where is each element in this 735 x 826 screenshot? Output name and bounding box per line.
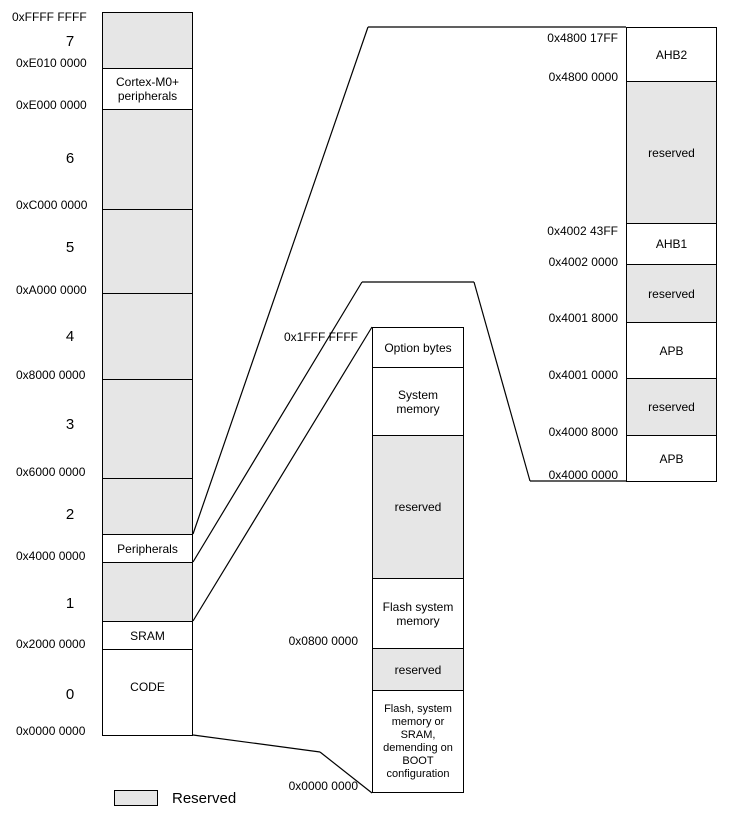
reserved-label: reserved: [394, 662, 442, 677]
cortex-m0-peripherals-block: Cortex-M0+ peripherals: [102, 68, 193, 110]
address-label: 0xC000 0000: [16, 198, 88, 212]
system-memory-label: System memory: [396, 387, 440, 416]
region-number: 0: [65, 686, 75, 703]
region-3-block: [102, 379, 193, 479]
address-label: 0x6000 0000: [16, 465, 86, 479]
address-label: 0xA000 0000: [16, 283, 87, 297]
connector-apb-slope: [473, 281, 531, 482]
region-number: 1: [65, 595, 75, 612]
address-label: 0x4001 0000: [548, 368, 618, 382]
apb-label: APB: [659, 451, 684, 466]
flash-system-memory-block: Flash system memory: [372, 578, 464, 649]
address-label: 0x8000 0000: [16, 368, 86, 382]
address-label: 0xE000 0000: [16, 98, 87, 112]
address-label: 0x1FFF FFFF: [284, 330, 358, 344]
ahb2-label: AHB2: [655, 47, 688, 62]
apb-block: APB: [626, 435, 717, 482]
connector-sram-top: [192, 326, 373, 622]
system-memory-block: System memory: [372, 367, 464, 436]
address-label: 0x4800 0000: [548, 70, 618, 84]
address-label: 0x4000 0000: [548, 468, 618, 482]
connector-code-bottom-b: [319, 751, 373, 794]
address-label: 0x4800 17FF: [547, 31, 618, 45]
reserved-block: reserved: [626, 81, 717, 224]
address-label: 0x4002 0000: [548, 255, 618, 269]
region-number: 4: [65, 328, 75, 345]
reserved-block: reserved: [372, 435, 464, 579]
reserved-block: reserved: [626, 264, 717, 323]
apb-block: APB: [626, 322, 717, 379]
region-7-block: [102, 12, 193, 69]
region-number: 7: [65, 33, 75, 50]
region-6-block: [102, 109, 193, 210]
region-4-block: [102, 293, 193, 380]
address-label: 0x4001 8000: [548, 311, 618, 325]
region-number: 6: [65, 150, 75, 167]
code-label: CODE: [130, 680, 165, 694]
address-label: 0xFFFF FFFF: [12, 10, 87, 24]
cortex-m0-peripherals-label: Cortex-M0+ peripherals: [115, 75, 180, 103]
region-number: 2: [65, 506, 75, 523]
option-bytes-label: Option bytes: [384, 340, 452, 355]
flash-boot-config-block: Flash, system memory or SRAM, demending …: [372, 690, 464, 793]
address-label: 0x4002 43FF: [547, 224, 618, 238]
address-label: 0x0000 0000: [16, 724, 86, 738]
connector-peripherals-top: [192, 26, 369, 535]
flash-system-memory-label: Flash system memory: [382, 599, 454, 628]
address-label: 0x4000 0000: [16, 549, 86, 563]
legend-reserved-swatch: [114, 790, 158, 806]
reserved-block: reserved: [626, 378, 717, 436]
region-2-block: [102, 478, 193, 535]
option-bytes-block: Option bytes: [372, 327, 464, 368]
reserved-label: reserved: [394, 500, 442, 514]
apb-label: APB: [659, 343, 684, 358]
connector-peripherals-bottom: [192, 281, 363, 563]
region-number: 3: [65, 416, 75, 433]
code-block: CODE: [102, 649, 193, 736]
address-label: 0x0800 0000: [288, 634, 358, 648]
reserved-label: reserved: [648, 400, 695, 414]
ahb2-block: AHB2: [626, 27, 717, 82]
connector-code-bottom-a: [192, 734, 321, 753]
region-1-block: [102, 562, 193, 622]
region-number: 5: [65, 239, 75, 256]
peripherals-label: Peripherals: [117, 541, 178, 556]
ahb1-label: AHB1: [655, 237, 688, 251]
peripherals-block: Peripherals: [102, 534, 193, 563]
region-5-block: [102, 209, 193, 294]
reserved-label: reserved: [648, 286, 695, 301]
address-label: 0xE010 0000: [16, 56, 87, 70]
address-label: 0x0000 0000: [288, 779, 358, 793]
sram-label: SRAM: [130, 628, 165, 643]
reserved-block: reserved: [372, 648, 464, 691]
address-label: 0x2000 0000: [16, 637, 86, 651]
flash-boot-config-label: Flash, system memory or SRAM, demending …: [383, 702, 453, 780]
ahb1-block: AHB1: [626, 223, 717, 265]
legend-reserved-label: Reserved: [172, 790, 237, 807]
reserved-label: reserved: [648, 145, 695, 160]
address-label: 0x4000 8000: [548, 425, 618, 439]
sram-block: SRAM: [102, 621, 193, 650]
